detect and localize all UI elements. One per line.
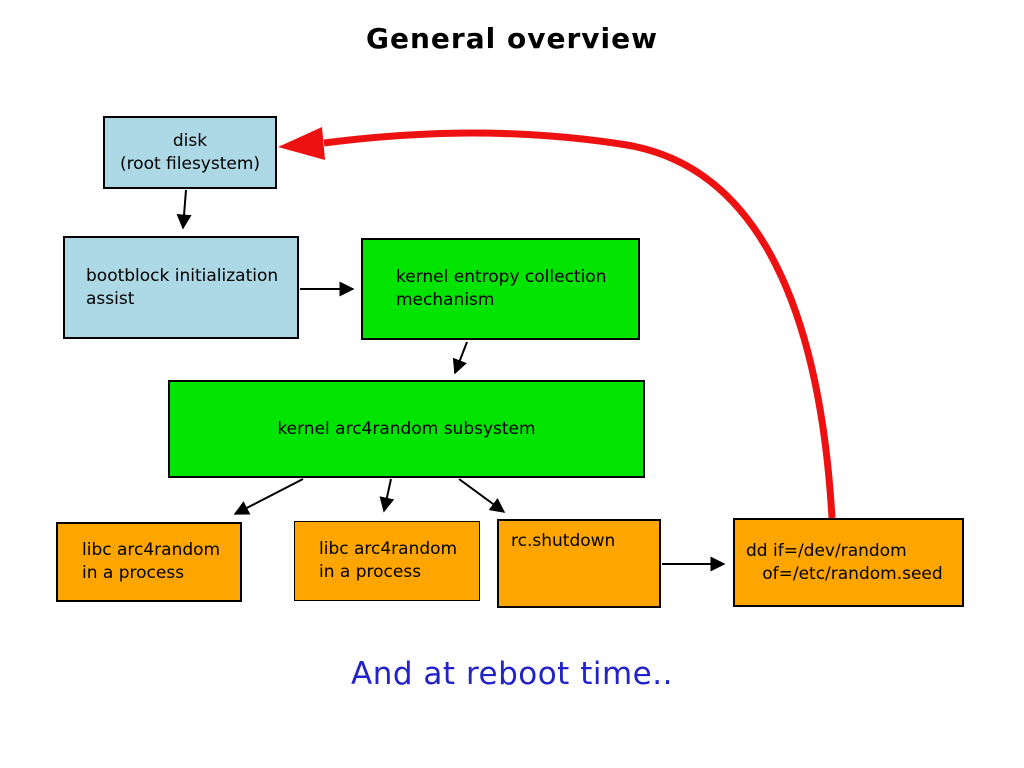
node-bootblock-label: bootblock initialization assist [86,265,279,309]
arrow-subsystem-to-rcshutdown [458,478,506,513]
node-dd-random-seed: dd if=/dev/random of=/etc/random.seed [733,518,964,607]
node-dd-random-seed-label: dd if=/dev/random of=/etc/random.seed [746,540,943,584]
node-libc-process-2: libc arc4random in a process [294,521,480,601]
node-bootblock: bootblock initialization assist [63,236,299,339]
node-disk: disk (root filesystem) [103,116,277,189]
node-libc-process-1: libc arc4random in a process [56,522,242,602]
node-arc4random-subsystem: kernel arc4random subsystem [168,380,645,478]
node-disk-label: disk (root filesystem) [119,130,261,174]
node-rc-shutdown: rc.shutdown [497,519,661,608]
slide-title: General overview [366,22,658,55]
reboot-caption: And at reboot time.. [351,656,673,692]
node-kernel-entropy-label: kernel entropy collection mechanism [396,267,607,310]
red-reboot-arrowhead-icon [278,127,325,160]
arrow-subsystem-to-libc1 [233,478,304,515]
arrow-subsystem-to-libc2 [379,478,395,513]
node-arc4random-subsystem-label: kernel arc4random subsystem [277,418,536,439]
node-rc-shutdown-label: rc.shutdown [511,531,616,551]
node-kernel-entropy: kernel entropy collection mechanism [361,238,640,340]
node-libc-process-1-label: libc arc4random in a process [82,540,221,583]
node-libc-process-2-label: libc arc4random in a process [319,539,458,582]
arrow-disk-to-bootblock [176,189,192,230]
arrow-entropy-to-subsystem [452,341,468,375]
